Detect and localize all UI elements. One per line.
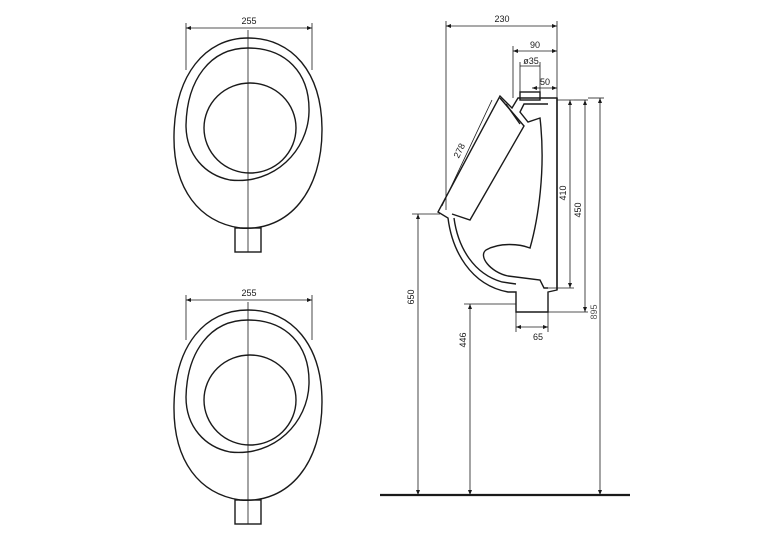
front-view-top: 255 [173, 16, 323, 253]
dim-front-top-width: 255 [241, 16, 256, 26]
dim-inlet-depth: 50 [540, 77, 550, 87]
dim-inlet-offset: 90 [530, 40, 540, 50]
dim-total-height: 895 [589, 304, 599, 319]
dim-rim-height: 650 [406, 289, 416, 304]
dim-inner-height-410: 410 [558, 185, 568, 200]
front-view-bottom: 255 [173, 288, 323, 525]
dim-depth-total: 230 [494, 14, 509, 24]
dim-front-bottom-width: 255 [241, 288, 256, 298]
dim-outlet-height: 446 [458, 332, 468, 347]
dim-inlet-diameter: ø35 [523, 56, 539, 66]
side-view: 230 90 ø35 50 278 [380, 14, 630, 497]
dim-inner-height-450: 450 [573, 202, 583, 217]
dim-outlet-width: 65 [533, 332, 543, 342]
